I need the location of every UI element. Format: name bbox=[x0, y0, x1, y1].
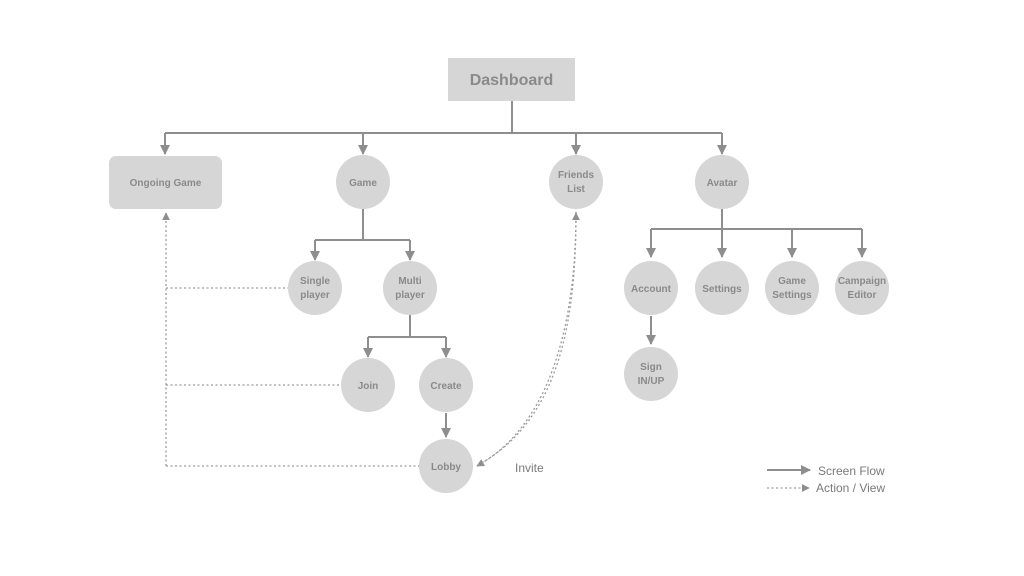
node-game-settings: Game Settings bbox=[765, 261, 819, 315]
node-avatar: Avatar bbox=[695, 155, 749, 209]
game-settings-label-line2: Settings bbox=[772, 290, 812, 301]
multi-player-circle bbox=[383, 261, 437, 315]
legend-action-view-label: Action / View bbox=[816, 481, 885, 495]
node-account: Account bbox=[624, 261, 678, 315]
action-invite-curve-reverse bbox=[477, 212, 580, 466]
sign-in-up-circle bbox=[624, 347, 678, 401]
avatar-label: Avatar bbox=[707, 178, 738, 189]
game-settings-circle bbox=[765, 261, 819, 315]
action-connectors bbox=[162, 211, 580, 467]
campaign-editor-label-line1: Campaign bbox=[838, 276, 886, 287]
campaign-editor-label-line2: Editor bbox=[848, 290, 877, 301]
single-player-circle bbox=[288, 261, 342, 315]
legend-screen-flow-label: Screen Flow bbox=[818, 464, 885, 478]
settings-circle bbox=[695, 261, 749, 315]
node-ongoing-game: Ongoing Game bbox=[109, 156, 222, 209]
node-join: Join bbox=[341, 358, 395, 412]
node-friends-list: Friends List bbox=[549, 155, 603, 209]
avatar-circle bbox=[695, 155, 749, 209]
multi-player-label-line1: Multi bbox=[398, 276, 422, 287]
node-single-player: Single player bbox=[288, 261, 342, 315]
node-lobby: Lobby bbox=[419, 439, 473, 493]
ongoing-game-box bbox=[109, 156, 222, 209]
node-sign-in-up: Sign IN/UP bbox=[624, 347, 678, 401]
friends-list-label-line1: Friends bbox=[558, 170, 595, 181]
join-circle bbox=[341, 358, 395, 412]
settings-label: Settings bbox=[702, 284, 742, 295]
account-circle bbox=[624, 261, 678, 315]
create-label: Create bbox=[430, 381, 462, 392]
game-label: Game bbox=[349, 178, 377, 189]
multi-player-label-line2: player bbox=[395, 290, 425, 301]
node-campaign-editor: Campaign Editor bbox=[835, 261, 889, 315]
lobby-circle bbox=[419, 439, 473, 493]
flow-connectors bbox=[160, 101, 867, 438]
friends-list-label-line2: List bbox=[567, 184, 585, 195]
invite-label: Invite bbox=[515, 461, 544, 475]
action-invite-curve bbox=[476, 211, 577, 467]
legend: Screen Flow Action / View bbox=[767, 464, 885, 495]
sign-in-up-label-line2: IN/UP bbox=[638, 376, 665, 387]
node-dashboard: Dashboard bbox=[448, 58, 575, 101]
single-player-label-line1: Single bbox=[300, 276, 330, 287]
friends-list-circle bbox=[549, 155, 603, 209]
campaign-editor-circle bbox=[835, 261, 889, 315]
game-circle bbox=[336, 155, 390, 209]
ongoing-game-label: Ongoing Game bbox=[130, 178, 202, 189]
node-settings: Settings bbox=[695, 261, 749, 315]
account-label: Account bbox=[631, 284, 672, 295]
sign-in-up-label-line1: Sign bbox=[640, 362, 662, 373]
dashboard-box bbox=[448, 58, 575, 101]
single-player-label-line2: player bbox=[300, 290, 330, 301]
join-label: Join bbox=[358, 381, 379, 392]
create-circle bbox=[419, 358, 473, 412]
lobby-label: Lobby bbox=[431, 462, 461, 473]
node-multi-player: Multi player bbox=[383, 261, 437, 315]
game-settings-label-line1: Game bbox=[778, 276, 806, 287]
node-game: Game bbox=[336, 155, 390, 209]
node-create: Create bbox=[419, 358, 473, 412]
dashboard-label: Dashboard bbox=[470, 72, 554, 89]
